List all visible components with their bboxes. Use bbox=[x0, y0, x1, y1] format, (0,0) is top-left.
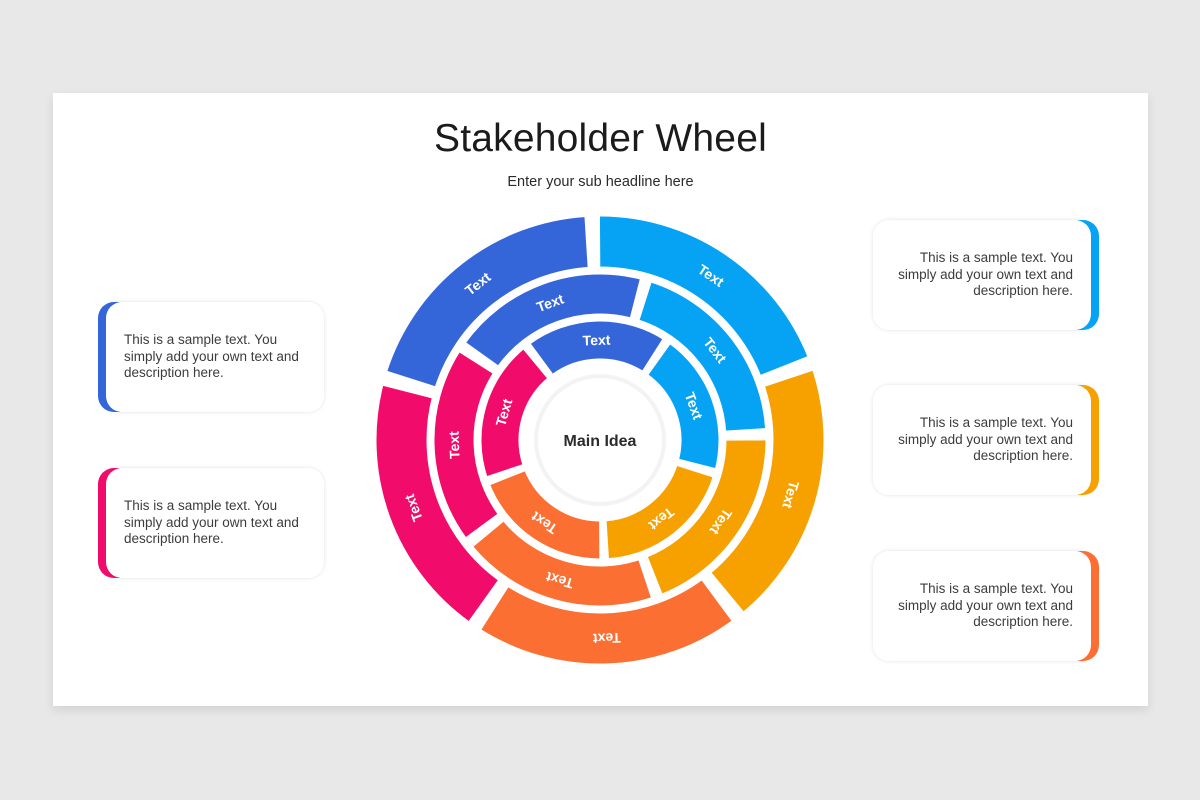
segment-label: Text bbox=[446, 431, 463, 460]
wheel-segment-sky-inner bbox=[645, 340, 722, 472]
wheel-segment-blue-inner bbox=[527, 318, 666, 378]
info-card-right-1: This is a sample text. You simply add yo… bbox=[873, 220, 1099, 330]
wheel-segment-orange-middle bbox=[469, 518, 655, 609]
wheel-segment-blue-outer bbox=[384, 213, 591, 390]
segment-label: Text bbox=[582, 332, 611, 349]
info-card-left-2: This is a sample text. You simply add yo… bbox=[98, 468, 324, 578]
wheel-segment-pink-middle bbox=[431, 349, 501, 541]
card-text: This is a sample text. You simply add yo… bbox=[124, 498, 299, 547]
card-text: This is a sample text. You simply add yo… bbox=[898, 415, 1073, 464]
wheel-segment-sky-middle bbox=[636, 279, 769, 434]
segment-label: Text bbox=[592, 630, 621, 647]
info-card-right-2: This is a sample text. You simply add yo… bbox=[873, 385, 1099, 495]
wheel-segment-pink-inner bbox=[478, 346, 551, 480]
segment-label: Text bbox=[492, 397, 515, 428]
main-idea-label: Main Idea bbox=[564, 433, 637, 450]
slide-title: Stakeholder Wheel bbox=[434, 117, 767, 160]
wheel-segment-amber-inner bbox=[603, 462, 716, 562]
info-card-right-3: This is a sample text. You simply add yo… bbox=[873, 551, 1099, 661]
slide-subtitle: Enter your sub headline here bbox=[507, 174, 694, 190]
card-text: This is a sample text. You simply add yo… bbox=[898, 581, 1073, 630]
info-card-left-1: This is a sample text. You simply add yo… bbox=[98, 302, 324, 412]
wheel-segment-blue-middle bbox=[462, 271, 644, 369]
wheel-segment-amber-outer bbox=[708, 367, 827, 615]
center-circle bbox=[538, 378, 662, 502]
segment-label: Text bbox=[779, 479, 802, 510]
wheel-segment-orange-outer bbox=[477, 576, 736, 667]
wheel-segment-amber-middle bbox=[644, 437, 769, 597]
segment-label: Text bbox=[544, 569, 575, 592]
wheel-segment-sky-outer bbox=[596, 213, 811, 379]
wheel-segment-pink-outer bbox=[373, 382, 502, 625]
card-text: This is a sample text. You simply add yo… bbox=[124, 332, 299, 381]
card-text: This is a sample text. You simply add yo… bbox=[898, 250, 1073, 299]
wheel-segment-orange-inner bbox=[486, 467, 603, 562]
